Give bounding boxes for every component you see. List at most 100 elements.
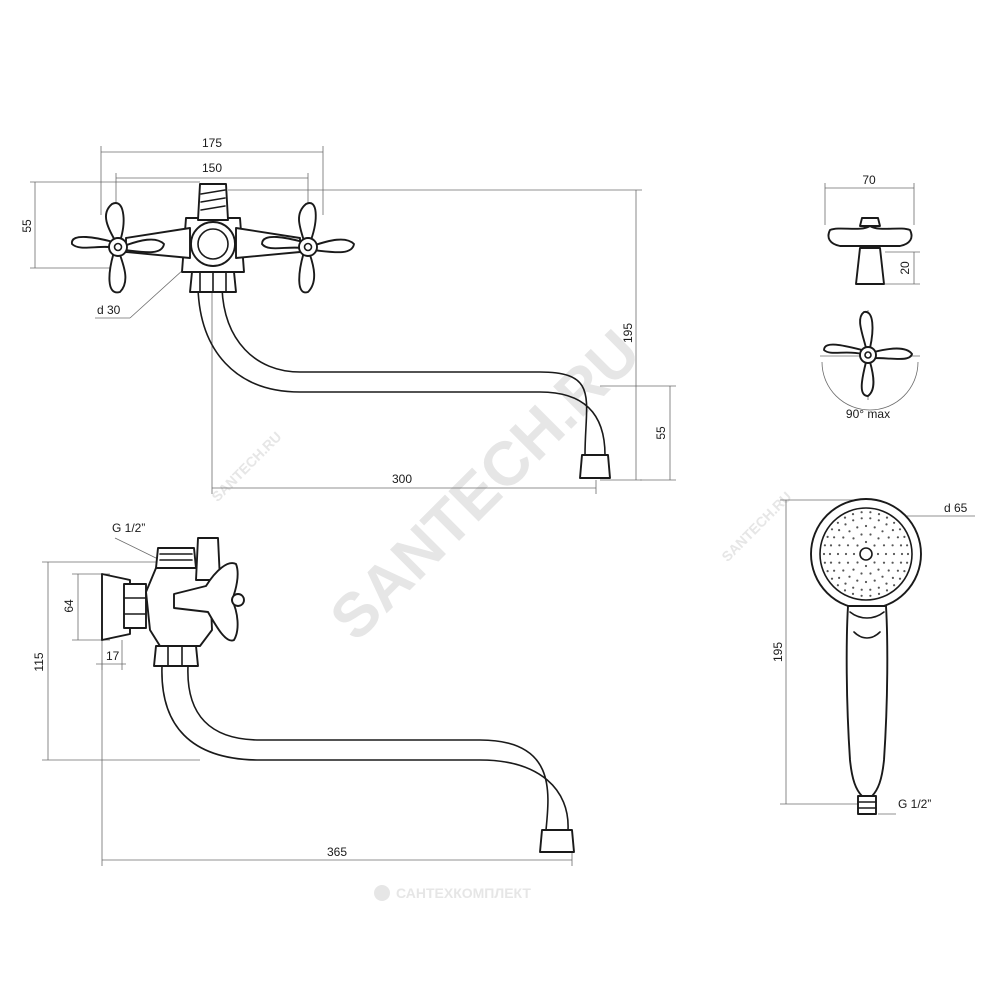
watermark-layer: SANTECH.RU SANTECH.RU SANTECH.RU САНТЕХК… [208,317,795,901]
nozzle-dot [822,552,826,556]
nozzle-dot [860,517,863,520]
nozzle-dot [860,588,863,591]
nozzle-dot [844,582,847,585]
side-bottom-nut [153,645,199,667]
nozzle-dot [885,589,889,592]
nozzle-dot [848,575,851,578]
side-aerator [539,829,575,853]
nozzle-dot [852,586,855,589]
nozzle-dot [852,568,855,571]
nozzle-dot [882,561,886,564]
nozzle-dot [851,592,855,596]
nozzle-dot [829,544,833,547]
shower-handle-collar [849,611,885,619]
dim-d30: d 30 [97,303,121,317]
nozzle-dot [903,570,906,573]
nozzle-dot [885,523,888,526]
nozzle-dot [873,526,876,529]
watermark-small-left: SANTECH.RU [208,428,284,504]
nozzle-dot [842,569,845,572]
spout-pipe-inner [221,287,588,456]
handle-detail-view: 70 20 90° max [820,173,920,421]
nozzle-dot [836,584,840,587]
aerator-tip [579,454,611,479]
shower-head-face [819,507,913,601]
handle-side-stem [855,247,885,285]
dim-300: 300 [392,472,412,486]
watermark-footer: САНТЕХКОМПЛЕКТ [374,885,531,901]
nozzle-dot [836,552,840,556]
nozzle-dot [830,577,834,580]
nozzle-dot [864,524,868,528]
nozzle-dot [846,561,850,564]
top-thread [155,547,197,569]
nozzle-dot [885,582,888,585]
nozzle-dot [877,592,881,596]
rotation-arc [821,361,919,411]
dim-d65: d 65 [944,501,968,515]
nozzle-dot [833,536,836,539]
nozzle-dot [891,576,895,580]
dim-150: 150 [202,161,222,175]
nozzle-dot [869,588,872,591]
nozzle-dot [856,579,859,582]
footer-logo-icon [374,885,390,901]
nozzle-dot [882,544,886,547]
nozzle-dot [877,537,880,540]
eccentric-nut [123,583,147,629]
nozzle-dot [838,576,841,580]
handle-top-cross [823,311,913,397]
nozzle-dot [877,586,880,589]
nozzle-dot [836,521,840,524]
nozzle-dot [864,540,868,544]
nozzle-dot [851,513,855,516]
nozzle-dot [829,561,833,564]
nozzle-dot [860,511,863,514]
nozzle-dot [843,516,847,519]
lever-screw [231,593,245,607]
nozzle-dot [856,544,859,547]
side-spout-outer [161,665,569,831]
nozzle-dot [848,530,851,533]
nozzle-dot [896,536,900,539]
nozzle-dot [844,552,848,556]
watermark-main: SANTECH.RU [317,317,653,653]
nozzle-dot [869,511,872,514]
nozzle-dot [833,569,836,572]
rotation-label: 90° max [846,407,890,421]
nozzle-dot [906,561,909,564]
dim-175: 175 [202,136,222,150]
nozzle-dot [898,528,902,531]
nozzle-dot [881,530,884,533]
nozzle-dot [838,544,841,547]
dim-shower-195: 195 [771,642,785,662]
dim-115: 115 [32,652,46,671]
thread-label-top: G 1/2” [112,521,145,535]
thread-label-shower: G 1/2” [898,797,931,811]
dim-64: 64 [62,599,76,613]
nozzle-dot [852,519,855,522]
nozzle-dot [877,568,880,571]
nozzle-dot [864,580,868,584]
nozzle-dot [884,552,888,556]
nozzle-dot [873,579,876,582]
nozzle-dot [869,517,872,520]
nozzle-dot [900,552,904,556]
nozzle-dot [860,572,863,575]
nozzle-dot [852,552,856,556]
nozzle-dot [844,523,847,526]
spout-pipe-outer [197,287,606,456]
faucet-front-view: 175 150 55 d 30 195 55 300 [20,136,676,494]
left-cross-handle [71,202,165,294]
shower-head-outer [810,498,922,610]
nozzle-dot [869,594,872,597]
nozzle-dot [906,544,909,547]
nozzle-dot [899,561,903,564]
nozzle-dot [885,516,889,519]
nozzle-dot [893,521,896,524]
nozzle-dot [846,544,850,547]
dim-55-left: 55 [20,219,34,233]
wall-flange [101,573,131,641]
shower-handle [845,605,889,797]
